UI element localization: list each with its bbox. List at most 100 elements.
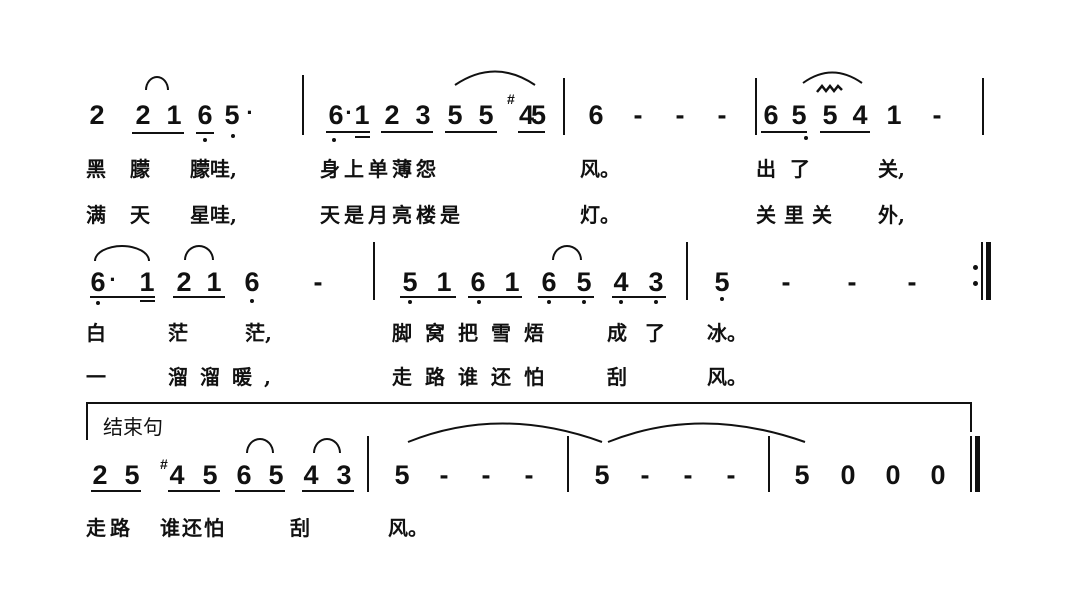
low-octave-dot [477,300,481,304]
barline [768,436,770,492]
note: 2 [89,100,105,130]
low-octave-dot [203,138,207,142]
note: 5 [794,460,810,490]
barline [367,436,369,492]
rest: 0 [885,460,901,490]
underline [761,131,807,133]
lyric: 灯。 [580,203,620,227]
note: 5 [224,100,240,130]
low-octave-dot [804,136,808,140]
low-octave-dot [408,300,412,304]
dash: - [781,267,791,297]
lyric: 满 [86,203,106,227]
lyric: 外, [878,203,905,227]
note: 6 [244,267,260,297]
dot: · [246,100,254,125]
low-octave-dot [619,300,623,304]
underline [235,490,285,492]
barline [302,75,304,135]
underline [612,296,666,298]
note: 4 [303,460,319,490]
barline [563,78,565,135]
note: 3 [336,460,352,490]
note: 5 [202,460,218,490]
lyric: 走路 [86,516,134,540]
note: 6 [197,100,213,130]
note: 5 [594,460,610,490]
lyric: 一 [86,365,106,389]
underline [168,490,220,492]
low-octave-dot [582,300,586,304]
note: 1 [504,267,520,297]
dash: - [313,267,323,297]
note: 5 [576,267,592,297]
lyric: 星哇, [190,203,237,227]
dash: - [847,267,857,297]
note: 2 [384,100,400,130]
lyric: 成 [607,321,627,345]
low-octave-dot [547,300,551,304]
barline [755,78,757,135]
underline [355,136,370,138]
underline [468,296,522,298]
low-octave-dot [96,301,100,305]
note: 1 [166,100,182,130]
barline [567,436,569,492]
lyric: 关, [878,157,905,181]
dot: · [345,100,353,125]
low-octave-dot [332,138,336,142]
lyric: 天是月亮楼是 [320,203,464,227]
lyric: 白 [86,321,106,345]
lyric: 谁还怕 [160,516,226,540]
note: 5 [822,100,838,130]
lyric: 身上单薄怨 [320,157,440,181]
dash: - [640,460,650,490]
note: 3 [648,267,664,297]
dash: - [481,460,491,490]
underline [400,296,456,298]
underline [445,131,497,133]
note: 6 [588,100,604,130]
lyric: 茫 [168,321,188,345]
note: 6 [236,460,252,490]
note: 3 [415,100,431,130]
underline [302,490,354,492]
note: 6 [90,267,106,297]
lyric: 风。 [707,365,747,389]
rest: 0 [930,460,946,490]
note: 5 [394,460,410,490]
lyric: 朦哇, [190,157,237,181]
underline [90,296,155,298]
barline [686,242,688,300]
note: 2 [176,267,192,297]
note: 4 [169,460,185,490]
sharp-sign: # [160,456,168,472]
lyric: 走路谁还怕 [392,365,557,389]
dash: - [633,100,643,130]
note: 5 [478,100,494,130]
lyric: 风。 [388,516,428,540]
dot: · [109,267,117,292]
note: 1 [886,100,902,130]
underline [140,300,155,302]
lyric: 黑 [86,157,106,181]
lyric: 茫, [245,321,272,345]
note: 1 [206,267,222,297]
lyric: 朦 [130,157,150,181]
lyric: 风。 [580,157,620,181]
lyric: 冰。 [707,321,747,345]
dash: - [524,460,534,490]
low-octave-dot [231,134,235,138]
note: 6 [328,100,344,130]
rest: 0 [840,460,856,490]
note: 1 [436,267,452,297]
note: 5 [268,460,284,490]
lyric: 出了 [756,157,824,181]
note: 4 [613,267,629,297]
underline [132,132,184,134]
note: 2 [135,100,151,130]
lyric: 刮 [290,516,310,540]
dash: - [439,460,449,490]
